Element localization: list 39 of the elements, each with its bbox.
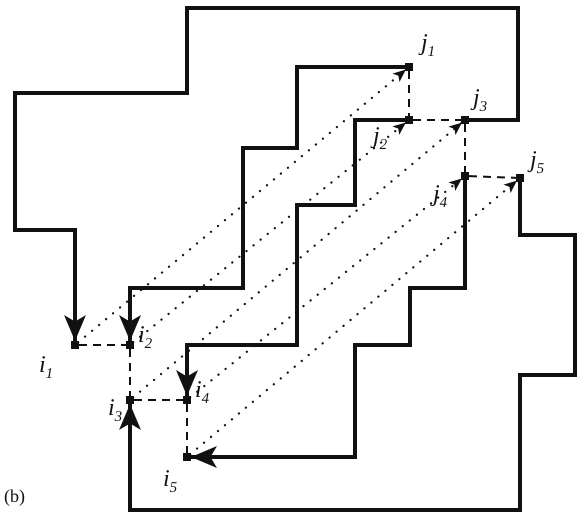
point-label: j$_{2}$ bbox=[373, 124, 388, 157]
point-label: i$_{1}$ bbox=[39, 353, 54, 384]
point-label: i$_{5}$ bbox=[163, 467, 178, 498]
point-marker bbox=[71, 341, 79, 349]
panel-label: (b) bbox=[4, 486, 25, 507]
dashed-line bbox=[79, 344, 126, 346]
arrow bbox=[176, 118, 405, 396]
dashed-line bbox=[186, 404, 188, 453]
dashed-line bbox=[464, 124, 466, 172]
point-label: i$_{4}$ bbox=[195, 378, 210, 409]
point-marker bbox=[183, 396, 191, 404]
dotted-arrow bbox=[76, 68, 408, 344]
dotted-arrow bbox=[132, 121, 464, 399]
point-label: i$_{3}$ bbox=[108, 396, 122, 427]
point-marker bbox=[183, 453, 191, 461]
point-label: i$_{2}$ bbox=[138, 323, 152, 354]
point-marker bbox=[461, 172, 469, 180]
dashed-line bbox=[413, 119, 461, 121]
arrow bbox=[13, 6, 520, 341]
point-marker bbox=[461, 116, 469, 124]
dashed-line bbox=[468, 175, 516, 179]
dashed-line bbox=[408, 71, 410, 116]
arrow bbox=[119, 182, 577, 512]
dashed-line bbox=[129, 349, 131, 396]
dashed-line bbox=[134, 399, 183, 401]
dotted-arrow bbox=[188, 179, 518, 456]
point-label: j$_{1}$ bbox=[421, 31, 436, 64]
point-marker bbox=[126, 341, 134, 349]
point-label: j$_{3}$ bbox=[473, 86, 488, 119]
point-label: j$_{4}$ bbox=[433, 182, 448, 215]
dotted-arrow bbox=[132, 121, 407, 344]
arrow bbox=[119, 65, 405, 341]
dotted-arrow bbox=[189, 177, 463, 399]
point-marker bbox=[516, 174, 524, 182]
arrow bbox=[191, 180, 467, 468]
point-marker bbox=[405, 63, 413, 71]
point-marker bbox=[126, 396, 134, 404]
point-label: j$_{5}$ bbox=[530, 148, 544, 181]
point-marker bbox=[405, 116, 413, 124]
